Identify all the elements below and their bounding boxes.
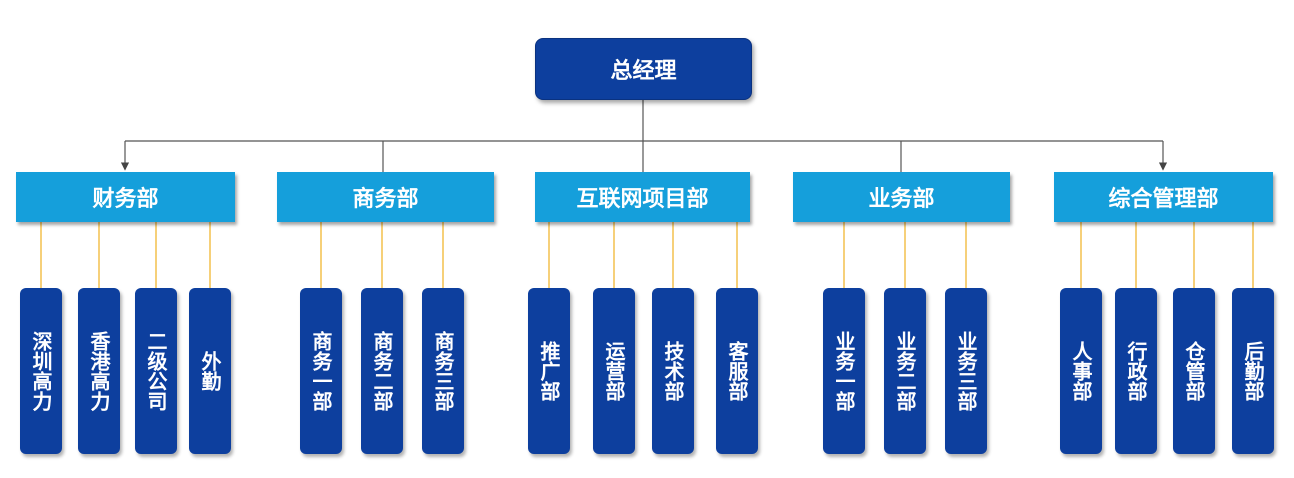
dept-node-finance: 财务部 [16,172,235,222]
unit-label: 商务二部 [370,331,394,411]
unit-label: 推广部 [537,341,561,401]
unit-label: 二级公司 [144,331,168,411]
unit-node: 仓管部 [1173,288,1215,454]
unit-node: 业务二部 [884,288,926,454]
unit-label: 客服部 [725,341,749,401]
unit-node: 行政部 [1115,288,1157,454]
dept-label: 业务部 [868,187,935,212]
unit-label: 商务三部 [431,331,455,411]
dept-label: 互联网项目部 [576,187,709,212]
unit-node: 技术部 [652,288,694,454]
unit-node: 香港高力 [78,288,120,454]
dept-node-admin: 综合管理部 [1054,172,1273,222]
unit-node: 推广部 [528,288,570,454]
unit-label: 行政部 [1124,341,1148,401]
unit-node: 商务二部 [361,288,403,454]
root-node: 总经理 [535,38,752,100]
unit-node: 外勤 [189,288,231,454]
root-label: 总经理 [610,59,677,84]
unit-label: 香港高力 [87,331,111,411]
unit-node: 商务一部 [300,288,342,454]
unit-node: 后勤部 [1232,288,1274,454]
dept-label: 商务部 [352,187,419,212]
unit-node: 人事部 [1060,288,1102,454]
unit-label: 业务一部 [832,331,856,411]
unit-node: 客服部 [716,288,758,454]
dept-node-internet: 互联网项目部 [535,172,750,222]
unit-node: 业务三部 [945,288,987,454]
unit-node: 深圳高力 [20,288,62,454]
unit-label: 人事部 [1069,341,1093,401]
dept-node-commerce: 商务部 [277,172,494,222]
unit-node: 运营部 [593,288,635,454]
unit-node: 业务一部 [823,288,865,454]
unit-label: 业务三部 [954,331,978,411]
dept-node-business: 业务部 [793,172,1010,222]
unit-node: 二级公司 [135,288,177,454]
dept-label: 综合管理部 [1108,187,1219,212]
unit-label: 深圳高力 [29,331,53,411]
unit-label: 技术部 [661,341,685,401]
unit-label: 外勤 [198,351,222,391]
unit-node: 商务三部 [422,288,464,454]
unit-label: 运营部 [602,341,626,401]
unit-label: 业务二部 [893,331,917,411]
unit-label: 仓管部 [1182,341,1206,401]
unit-label: 商务一部 [309,331,333,411]
dept-label: 财务部 [92,187,159,212]
unit-label: 后勤部 [1241,341,1265,401]
